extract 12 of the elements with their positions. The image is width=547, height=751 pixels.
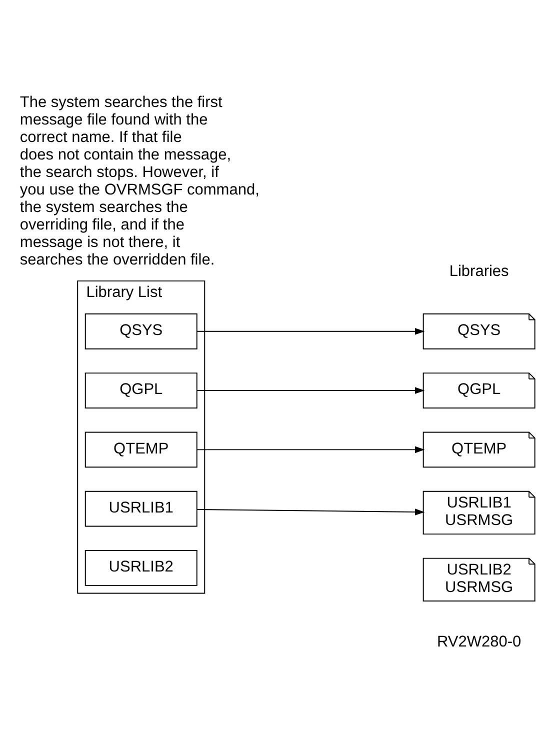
node-box: USRLIB1	[84, 490, 198, 527]
arrow	[196, 387, 425, 394]
arrow	[196, 328, 425, 335]
label: Libraries	[449, 262, 509, 280]
arrow	[196, 508, 425, 516]
node-box: USRLIB2	[84, 550, 198, 586]
node-box: QTEMP	[84, 432, 198, 468]
arrow	[196, 446, 425, 454]
label: The system searches the first message file found with the correct name. If that file does not contain the message, the search stops. However, if you use the OVRMSGF command, the system searches the overriding file, and if the message is not there, it searches the overridden file.	[20, 94, 260, 268]
node-box: QSYS	[84, 313, 198, 350]
node-box: QGPL	[84, 372, 198, 408]
label: RV2W280-0	[437, 633, 522, 650]
